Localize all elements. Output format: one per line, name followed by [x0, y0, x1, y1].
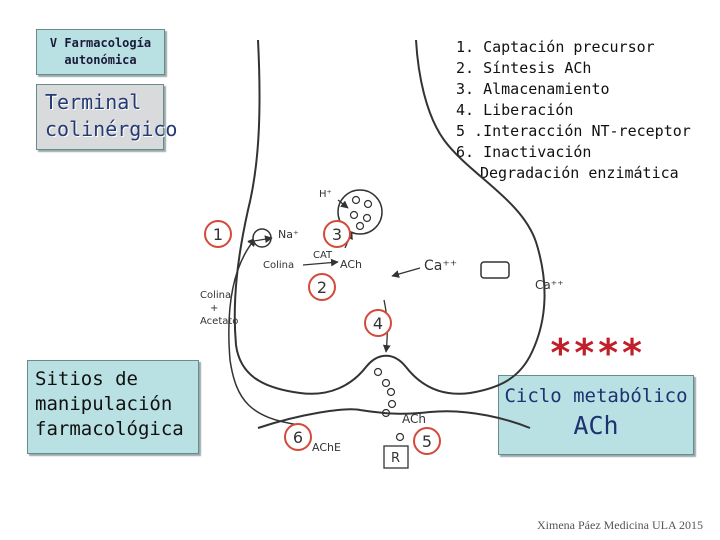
label-receptor: R: [391, 451, 400, 466]
label-colina-cat: Colina: [263, 260, 294, 271]
svg-text:3: 3: [332, 225, 342, 244]
svg-text:4: 4: [373, 314, 383, 333]
label-cat: CAT: [313, 250, 333, 261]
svg-text:5: 5: [422, 432, 432, 451]
label-na-plus: Na⁺: [278, 228, 299, 241]
label-ach-synth: ACh: [340, 258, 362, 271]
step-1: 1. Captación precursor: [456, 38, 655, 56]
title-line-1: V Farmacología: [49, 36, 152, 50]
terminal-box: Terminal colinérgico: [36, 84, 178, 150]
step-5: 5 .Interacción NT-receptor: [456, 122, 691, 140]
svg-text:6: 6: [293, 428, 303, 447]
stars-marker: ****: [549, 331, 645, 375]
credit-text: Ximena Páez Medicina ULA 2015: [537, 518, 703, 532]
step-2: 2. Síntesis ACh: [456, 59, 592, 77]
title-line-2: autonómica: [64, 53, 137, 67]
postsynaptic-membrane: [257, 408, 531, 429]
title-box: V Farmacología autonómica: [36, 29, 165, 75]
calcium-channel: [480, 261, 510, 279]
recycling-loop: [228, 237, 301, 426]
ciclo-line-2: ACh: [573, 411, 619, 440]
step-marker-4: 4: [364, 309, 392, 337]
label-ca-in: Ca⁺⁺: [424, 258, 457, 274]
label-ache: AChE: [312, 441, 341, 454]
ciclo-box: Ciclo metabólico ACh: [498, 375, 694, 455]
vesicle: [337, 189, 383, 235]
label-h-plus: H⁺: [319, 189, 332, 200]
ciclo-line-1: Ciclo metabólico: [504, 385, 688, 407]
step-marker-2: 2: [308, 273, 336, 301]
label-colina-left: Colina: [200, 290, 231, 301]
label-ach-cleft: ACh: [402, 412, 426, 426]
label-ca-out: Ca⁺⁺: [535, 278, 563, 292]
sitios-line-3: farmacológica: [35, 418, 184, 440]
steps-list: 1. Captación precursor 2. Síntesis ACh 3…: [456, 37, 691, 184]
receptor: [383, 445, 409, 469]
label-plus: +: [210, 303, 218, 314]
step-marker-3: 3: [323, 220, 351, 248]
sitios-box: Sitios de manipulación farmacológica: [27, 360, 199, 454]
sitios-line-2: manipulación: [35, 393, 173, 415]
step-6-detail: Degradación enzimática: [480, 164, 679, 182]
terminal-outline: [233, 39, 546, 395]
step-marker-6: 6: [284, 423, 312, 451]
terminal-line-2: colinérgico: [45, 117, 178, 141]
step-3: 3. Almacenamiento: [456, 80, 610, 98]
sitios-line-1: Sitios de: [35, 368, 138, 390]
step-6: 6. Inactivación: [456, 143, 592, 161]
svg-text:2: 2: [317, 278, 327, 297]
step-marker-1: 1: [204, 220, 232, 248]
terminal-line-1: Terminal: [45, 90, 142, 114]
label-acetato: Acetato: [200, 316, 238, 327]
step-marker-5: 5: [413, 427, 441, 455]
svg-text:1: 1: [213, 225, 223, 244]
step-4: 4. Liberación: [456, 101, 574, 119]
